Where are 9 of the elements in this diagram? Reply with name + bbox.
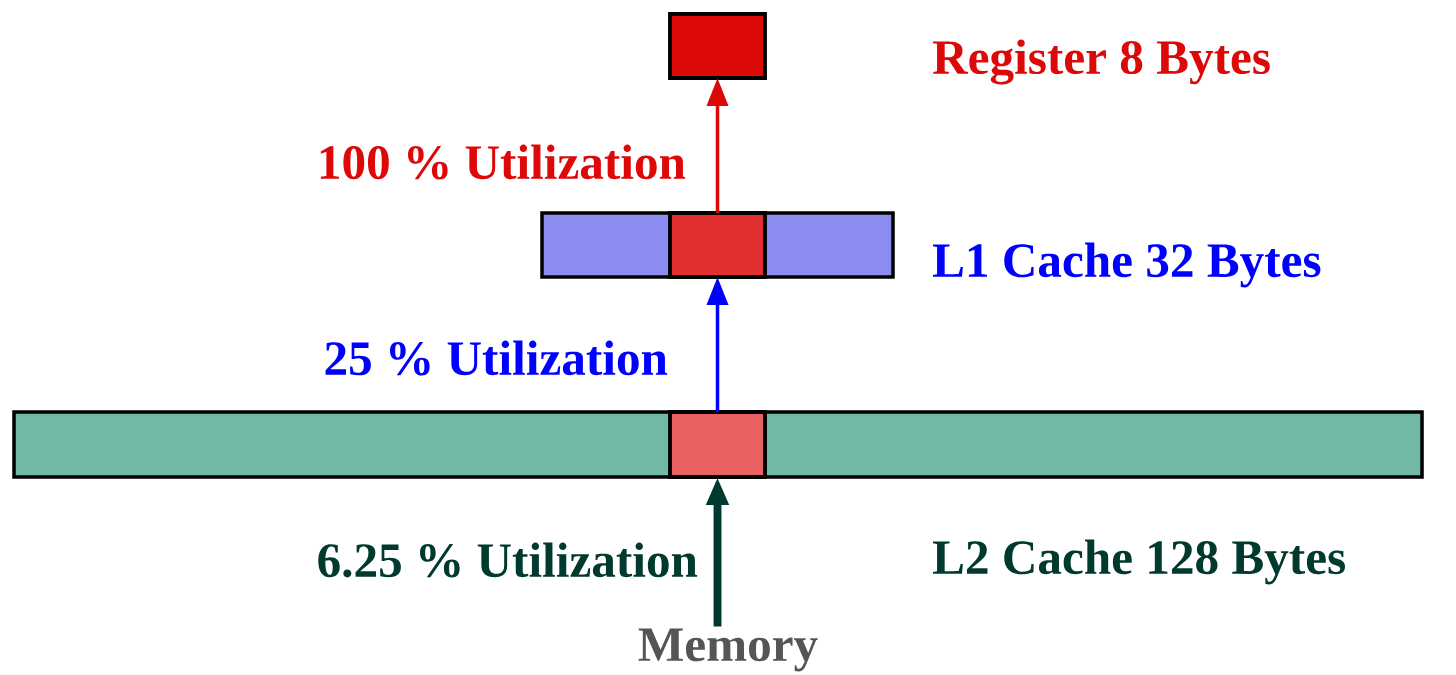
edge-label: 6.25 % Utilization — [318, 542, 698, 578]
memory-label: Memory — [638, 628, 818, 672]
cache-line-segment — [668, 211, 767, 279]
edge-label: 100 % Utilization — [320, 144, 686, 180]
size-label: L2 Cache 128 Bytes — [932, 539, 1345, 585]
size-label: L1 Cache 32 Bytes — [932, 242, 1321, 288]
size-label: Register 8 Bytes — [932, 39, 1270, 85]
cache-line-segment — [668, 410, 767, 479]
edge-label: 25 % Utilization — [325, 340, 668, 376]
